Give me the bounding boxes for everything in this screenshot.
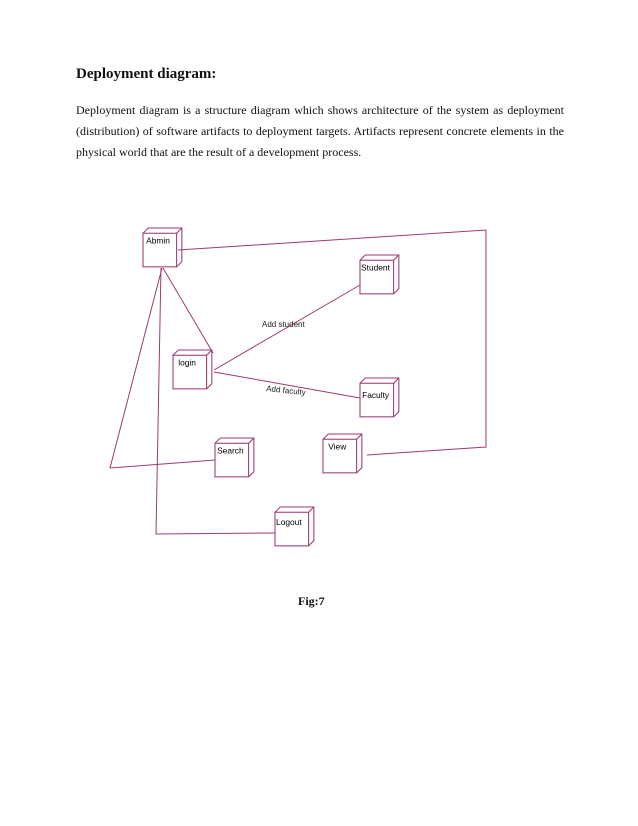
- node-view-label: View: [328, 442, 347, 452]
- node-logout-label: Logout: [276, 517, 302, 527]
- node-login: login: [172, 349, 213, 390]
- node-student-label: Student: [361, 263, 391, 273]
- node-faculty-label: Faculty: [362, 390, 390, 400]
- node-student: Student: [359, 254, 400, 295]
- edge-label-add-student: Add student: [262, 320, 305, 329]
- section-description: Deployment diagram is a structure diagra…: [76, 103, 564, 159]
- admin-logout-connector: [155, 267, 276, 535]
- login-faculty-connector: [213, 371, 361, 399]
- node-admin-label: Abmin: [146, 236, 170, 246]
- node-faculty: Faculty: [359, 377, 400, 418]
- figure-caption: Fig:7: [298, 594, 325, 608]
- diagram-connectors: [109, 229, 487, 535]
- node-view: View: [322, 433, 363, 474]
- node-admin: Abmin: [142, 227, 183, 268]
- admin-login-connector: [162, 267, 214, 354]
- section-heading: Deployment diagram:: [76, 66, 217, 82]
- login-student-connector: [213, 284, 361, 371]
- node-logout: Logout: [274, 506, 315, 547]
- edge-label-add-faculty: Add faculty: [266, 384, 306, 397]
- admin-view-connector: [177, 229, 487, 456]
- node-login-label: login: [178, 358, 196, 368]
- admin-search-connector: [109, 267, 216, 469]
- node-search: Search: [214, 437, 255, 478]
- node-search-label: Search: [217, 446, 244, 456]
